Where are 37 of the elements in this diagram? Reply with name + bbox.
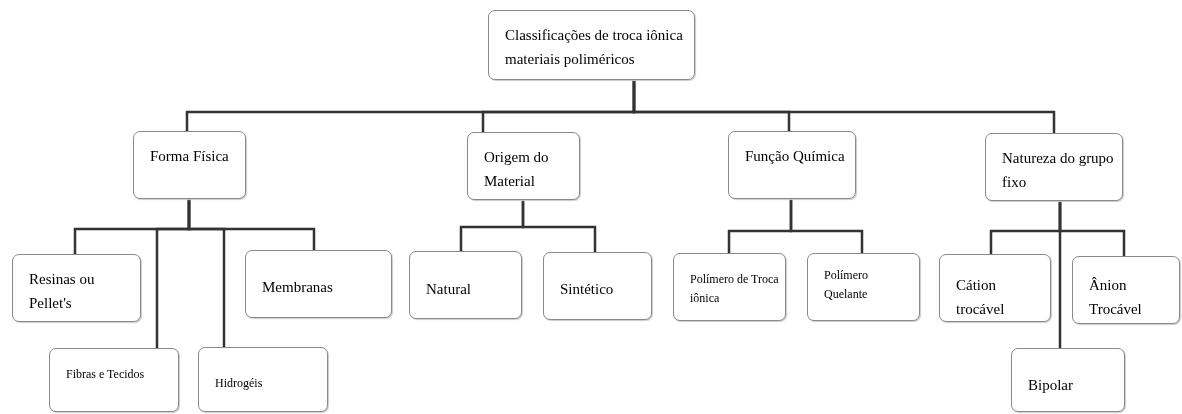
connector-line	[1058, 201, 1062, 348]
category-box	[133, 131, 246, 199]
category-box	[728, 131, 856, 199]
category-box	[245, 250, 392, 318]
category-label: Resinas ou Pellet's	[29, 270, 96, 313]
category-box	[543, 252, 652, 320]
category-box	[49, 348, 179, 412]
connector-line	[187, 199, 316, 250]
category-label: Origem do Material	[484, 148, 550, 191]
category-label: Cátion trocável	[956, 276, 1006, 319]
category-box	[1072, 256, 1180, 324]
connector-line	[521, 200, 597, 252]
category-box	[488, 10, 695, 80]
category-box	[409, 251, 522, 319]
category-box	[12, 254, 141, 322]
category-box	[985, 133, 1123, 201]
category-label: Hidrogéis	[215, 375, 264, 392]
category-label: Natural	[426, 280, 472, 299]
category-label: Função Química	[745, 147, 846, 166]
category-box	[807, 253, 920, 321]
category-box	[939, 254, 1051, 322]
category-label: Polímero de Troca iônica	[690, 271, 779, 308]
category-label: Sintético	[560, 280, 615, 299]
category-label: Forma Física	[150, 147, 230, 166]
category-label: Membranas	[262, 278, 334, 297]
category-label: Bipolar	[1028, 376, 1074, 395]
category-box	[673, 253, 786, 321]
connector-line	[789, 199, 864, 253]
category-label: Classificações de troca iônica materiais poliméricos	[505, 26, 684, 69]
category-label: Fibras e Tecidos	[66, 366, 146, 383]
connector-line	[632, 80, 1056, 133]
category-label: Natureza do grupo fixo	[1002, 149, 1115, 192]
category-label: Ânion Trocável	[1089, 276, 1143, 319]
category-box	[467, 132, 580, 200]
category-box	[198, 347, 328, 412]
category-box	[1011, 348, 1125, 412]
category-label: Polímero Quelante	[824, 267, 869, 304]
